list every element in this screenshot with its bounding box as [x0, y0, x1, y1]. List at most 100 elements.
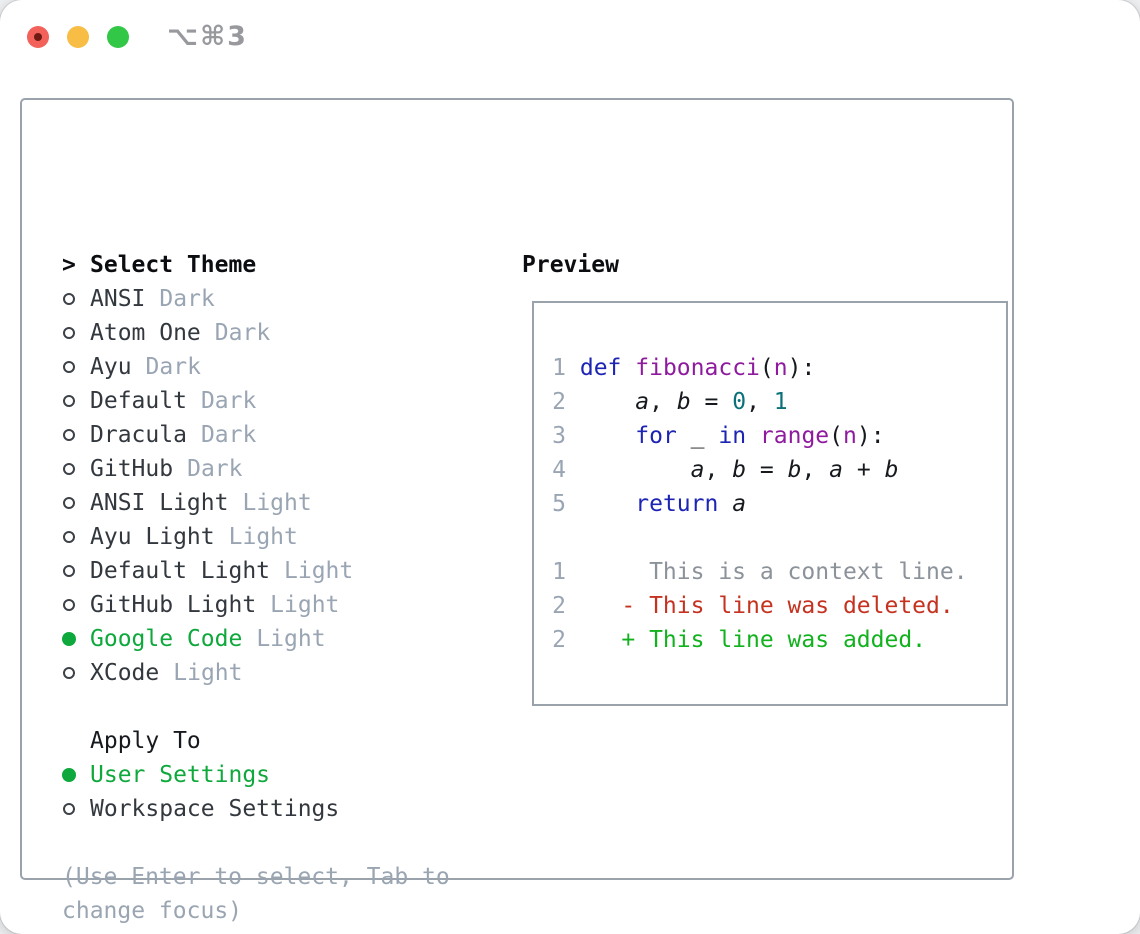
option-label: Default — [90, 388, 187, 414]
spacer — [62, 826, 450, 860]
line-number: 2 — [552, 593, 566, 619]
theme-option[interactable]: Dracula Dark — [62, 418, 450, 452]
radio-unselected-icon — [62, 293, 90, 305]
theme-option[interactable]: Google Code Light — [62, 622, 450, 656]
radio-unselected-icon — [62, 565, 90, 577]
theme-option[interactable]: Ayu Dark — [62, 350, 450, 384]
preview-code-line: 5 return a — [552, 487, 1006, 521]
option-label: Google Code — [90, 626, 243, 652]
radio-unselected-icon — [62, 497, 90, 509]
theme-variant-tag: Dark — [200, 422, 257, 448]
line-number: 1 — [552, 355, 566, 381]
preview-code-line: 3 for _ in range(n): — [552, 419, 1006, 453]
line-number: 5 — [552, 491, 566, 517]
theme-option[interactable]: ANSI Dark — [62, 282, 450, 316]
apply-to-option[interactable]: Workspace Settings — [62, 792, 450, 826]
radio-selected-icon — [62, 632, 90, 646]
preview-code-line: 1 This is a context line. — [552, 555, 1006, 589]
minimize-button[interactable] — [67, 26, 89, 48]
theme-option[interactable]: ANSI Light Light — [62, 486, 450, 520]
radio-unselected-icon — [62, 531, 90, 543]
focus-caret-icon: > — [62, 252, 76, 278]
option-label: Ayu Light — [90, 524, 215, 550]
theme-variant-tag: Dark — [214, 320, 271, 346]
preview-code-line: 2 + This line was added. — [552, 623, 1006, 657]
option-label: XCode — [90, 660, 160, 686]
theme-option[interactable]: GitHub Dark — [62, 452, 450, 486]
theme-variant-tag: Dark — [159, 286, 215, 312]
option-label: ANSI — [90, 286, 146, 312]
code-text: def fibonacci(n): — [579, 355, 816, 381]
preview-code-line: 4 a, b = b, a + b — [552, 453, 1006, 487]
theme-option[interactable]: Ayu Light Light — [62, 520, 450, 554]
theme-option[interactable]: Default Light Light — [62, 554, 450, 588]
theme-variant-tag: Light — [242, 490, 312, 516]
option-label: GitHub — [90, 456, 174, 482]
option-label: Dracula — [90, 422, 187, 448]
code-text: - This line was deleted. — [566, 593, 954, 619]
line-number: 2 — [552, 389, 566, 415]
line-number: 2 — [552, 627, 566, 653]
radio-unselected-icon — [62, 463, 90, 475]
option-label: Ayu — [90, 354, 132, 380]
code-text: This is a context line. — [566, 559, 968, 585]
radio-selected-icon — [62, 768, 90, 782]
code-text: a, b = b, a + b — [690, 457, 899, 483]
option-label: ANSI Light — [90, 490, 229, 516]
line-number: 4 — [552, 457, 566, 483]
option-label: User Settings — [90, 762, 271, 788]
theme-option[interactable]: Default Dark — [62, 384, 450, 418]
theme-variant-tag: Light — [284, 558, 354, 584]
radio-unselected-icon — [62, 429, 90, 441]
option-label: Atom One — [90, 320, 201, 346]
code-text: for _ in range(n): — [635, 423, 885, 449]
radio-unselected-icon — [62, 327, 90, 339]
titlebar-traffic-lights — [27, 26, 129, 48]
option-label: Workspace Settings — [90, 796, 340, 822]
apply-to-title: Apply To — [90, 728, 201, 754]
radio-unselected-icon — [62, 667, 90, 679]
theme-variant-tag: Dark — [187, 456, 243, 482]
theme-variant-tag: Light — [256, 626, 326, 652]
theme-variant-tag: Light — [270, 592, 340, 618]
theme-variant-tag: Dark — [145, 354, 201, 380]
code-text: return a — [635, 491, 747, 517]
theme-variant-tag: Dark — [200, 388, 257, 414]
close-button[interactable] — [27, 26, 49, 48]
code-text: a, b = 0, 1 — [635, 389, 788, 415]
apply-to-option[interactable]: User Settings — [62, 758, 450, 792]
apply-to-header: Apply To — [62, 724, 450, 758]
spacer — [62, 690, 450, 724]
preview-header: Preview — [522, 252, 619, 278]
hint-text-line-1: (Use Enter to select, Tab to — [62, 864, 450, 890]
window-title: ⌥⌘3 — [167, 21, 248, 52]
select-theme-title: Select Theme — [90, 252, 257, 278]
select-theme-header: > Select Theme — [62, 248, 450, 282]
preview-code-line: 1 def fibonacci(n): — [552, 351, 1006, 385]
code-text: + This line was added. — [566, 627, 927, 653]
radio-unselected-icon — [62, 803, 90, 815]
close-button-dot-icon — [34, 33, 42, 41]
maximize-button[interactable] — [107, 26, 129, 48]
theme-variant-tag: Light — [228, 524, 298, 550]
line-number: 1 — [552, 559, 566, 585]
radio-unselected-icon — [62, 599, 90, 611]
option-label: Default Light — [90, 558, 271, 584]
line-number: 3 — [552, 423, 566, 449]
preview-code-line: 2 a, b = 0, 1 — [552, 385, 1006, 419]
preview-code-line: 2 - This line was deleted. — [552, 589, 1006, 623]
hint-text-line-2: change focus) — [62, 898, 243, 924]
theme-variant-tag: Light — [173, 660, 243, 686]
theme-option[interactable]: Atom One Dark — [62, 316, 450, 350]
radio-unselected-icon — [62, 395, 90, 407]
theme-option[interactable]: XCode Light — [62, 656, 450, 690]
radio-unselected-icon — [62, 361, 90, 373]
preview-code-line — [552, 521, 1006, 555]
